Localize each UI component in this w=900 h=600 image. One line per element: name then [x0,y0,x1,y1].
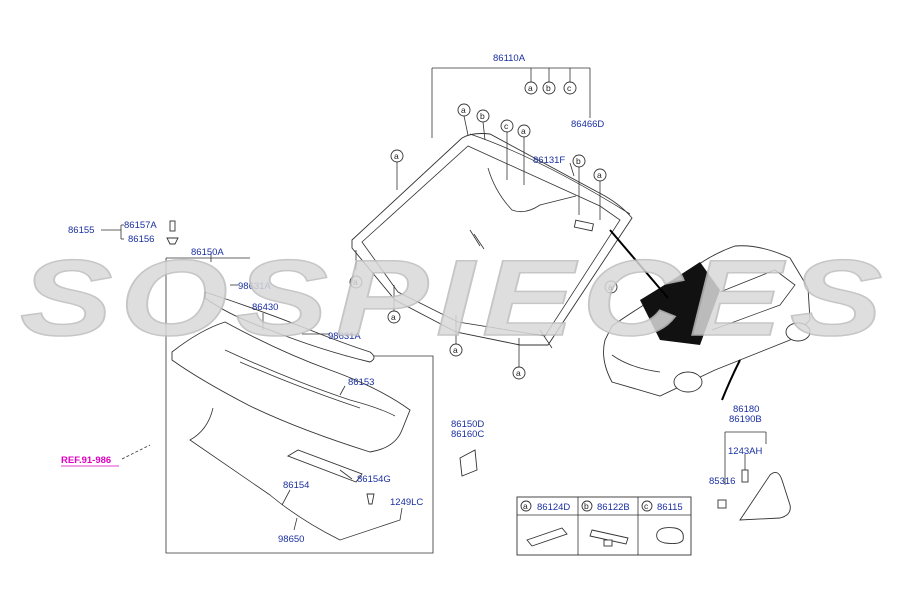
svg-text:a: a [597,170,602,180]
svg-text:a: a [608,282,613,292]
windshield-group [351,67,633,349]
reference-link[interactable]: REF.91-986 [61,455,111,466]
label-86160c: 86160C [451,429,484,440]
svg-text:b: b [546,83,551,93]
quarter-glass-group [717,431,791,521]
svg-text:b: b [480,111,485,121]
callout-legend: a b c [516,496,692,556]
label-86153: 86153 [348,377,374,388]
svg-text:b: b [584,501,589,511]
svg-text:c: c [567,83,572,93]
svg-text:a: a [394,151,399,161]
label-86154: 86154 [283,480,309,491]
clip-group [101,220,179,245]
label-86156: 86156 [128,234,154,245]
svg-text:c: c [504,121,509,131]
svg-text:a: a [528,83,533,93]
label-86190b: 86190B [729,414,762,425]
svg-text:a: a [521,126,526,136]
watermark: SOSPIECES [20,237,890,358]
label-86157a: 86157A [124,220,157,231]
label-1243ah: 1243AH [728,446,762,457]
svg-text:a: a [523,501,528,511]
cowl-group [121,253,478,554]
label-86110a: 86110A [493,53,526,64]
svg-text:a: a [516,368,521,378]
windshield-callouts: a b c a b c a a b a a a a a a [349,81,618,380]
svg-text:c: c [644,501,649,511]
legend-c-part: 86115 [657,502,683,513]
label-1249lc: 1249LC [390,497,423,508]
label-98650: 98650 [278,534,304,545]
legend-b-part: 86122B [597,502,630,513]
label-98631a-lower: 98631A [328,331,361,342]
svg-text:a: a [353,277,358,287]
label-86131f: 86131F [533,155,565,166]
svg-text:a: a [453,345,458,355]
svg-text:b: b [576,156,581,166]
label-98631a-upper: 98631A [238,281,271,292]
label-86430: 86430 [252,302,278,313]
svg-text:a: a [391,312,396,322]
label-86155: 86155 [68,225,94,236]
svg-text:a: a [461,105,466,115]
car-illustration [603,229,811,401]
label-86466d: 86466D [571,119,604,130]
windshield-glass [351,133,633,346]
label-86150a: 86150A [191,247,224,258]
legend-a-part: 86124D [537,502,570,513]
label-86180: 86180 [733,404,759,415]
label-86154g: 86154G [357,474,391,485]
label-86150d: 86150D [451,419,484,430]
label-85316: 85316 [709,476,735,487]
